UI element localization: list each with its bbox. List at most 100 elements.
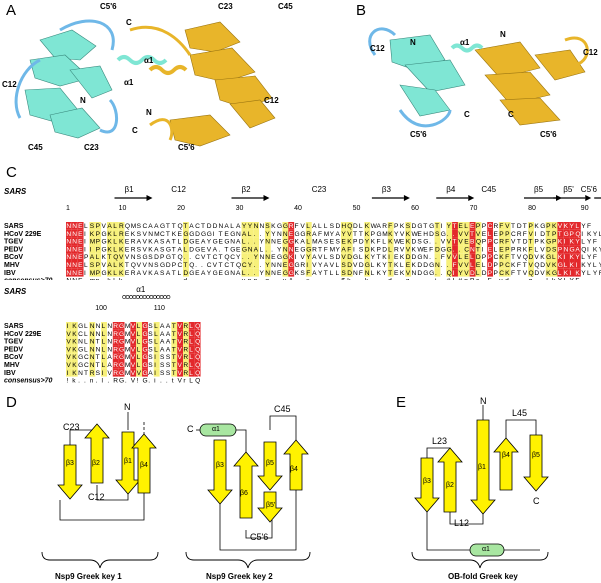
sequence-name: PEDV [4,246,23,253]
residue: L [534,246,538,253]
residue: V [441,239,446,246]
residue: M [330,246,336,253]
residue: R [119,223,124,230]
residue: L [102,362,106,369]
residue: I [353,246,355,253]
residue: . [441,278,443,280]
residue-shade [498,268,505,277]
residue: S [552,246,557,253]
residue: P [493,262,498,269]
residue-shade [171,329,178,338]
residue: L [178,270,182,277]
residue: P [552,231,557,238]
residue: V [447,239,452,246]
residue-shade [89,368,96,377]
residue: A [160,331,165,338]
residue: A [289,278,294,280]
residue: A [224,223,229,230]
residue: G [546,239,551,246]
ob-loop-l23: L23 [432,436,448,446]
residue-shade [118,322,125,330]
residue-shade [563,253,570,261]
panel-a-ribbon-structure [14,19,276,147]
residue: Q [195,346,200,353]
ss-label: α1 [136,285,146,294]
residue: . [166,278,168,280]
residue-shade [253,261,260,269]
panel-a-label-c-bottom: C [132,126,138,135]
residue: K [575,270,580,277]
residue: L [593,262,597,269]
residue: D [347,262,352,269]
residue-shade [112,229,119,238]
residue: M [312,239,318,246]
helix-coil [135,295,140,299]
residue: P [470,278,475,280]
residue: S [160,239,165,246]
residue-shade [89,222,96,230]
residue: Y [382,262,387,269]
residue: P [511,246,516,253]
residue: D [207,223,212,230]
residue-shade [504,261,511,269]
residue-shade [469,261,476,269]
residue: L [189,362,193,369]
residue: G [365,262,370,269]
residue-shade [101,337,107,346]
residue: Q [224,254,229,261]
residue-shade [71,361,78,369]
residue-shade [457,261,464,269]
ob-terminus-c: C [533,496,540,506]
residue-shade [469,245,476,254]
residue: . [107,378,109,385]
residue: S [406,223,411,230]
residue-shade [498,229,505,238]
residue-shade [434,229,441,238]
residue: k [107,278,111,280]
residue: K [570,262,575,269]
residue: P [371,231,376,238]
residue: G [283,270,288,277]
residue-shade [130,361,137,369]
residue: . [435,254,437,261]
residue-shade [241,237,248,246]
residue-shade [340,237,347,246]
residue: G [119,362,124,369]
residue-shade [452,268,458,277]
residue: A [376,223,381,230]
residue: L [464,223,468,230]
residue: P [376,246,381,253]
residue: D [470,270,475,277]
residue: A [160,323,165,330]
residue: E [78,231,83,238]
residue-shade [504,253,511,261]
residue: C [488,223,493,230]
residue: D [336,254,341,261]
residue: N [265,239,270,246]
residue: . [423,278,425,280]
residue: K [90,231,95,238]
residue: V [300,223,305,230]
residue: A [201,270,206,277]
key1-strand-beta1: β1 [124,458,132,465]
residue: L [470,262,474,269]
residue: y [283,278,287,280]
residue-shade [253,222,260,230]
residue-shade [487,261,494,269]
residue: L [388,246,392,253]
residue-shade [557,229,564,238]
residue: T [166,223,170,230]
residue-number: 1 [66,205,70,212]
residue: V [102,262,107,269]
residue: T [201,223,205,230]
residue: Y [593,231,598,238]
residue: Y [236,254,241,261]
residue: E [271,254,276,261]
residue-shade [288,245,295,254]
residue: A [242,231,247,238]
residue: G [189,270,194,277]
residue: Y [306,254,311,261]
residue-shade [112,345,119,354]
panel-a-letter: A [6,2,17,19]
panel-a-label-c45-bottom: C45 [28,143,43,152]
